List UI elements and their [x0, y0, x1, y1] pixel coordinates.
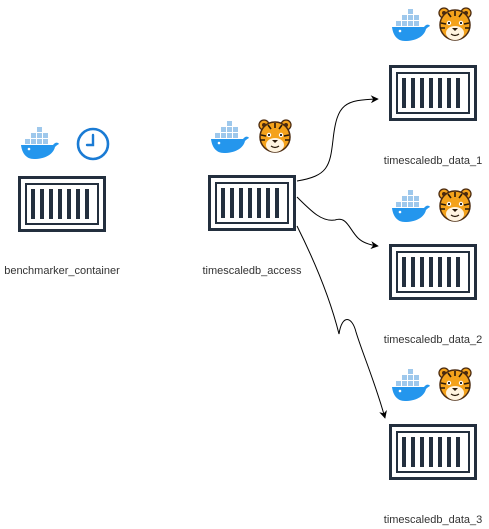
container-icon	[389, 244, 477, 300]
docker-icon	[392, 369, 430, 401]
tiger-icon	[438, 7, 472, 41]
edge-access-to-data-1	[296, 95, 379, 182]
node-timescaledb-access[interactable]: timescaledb_access	[202, 119, 302, 277]
node-timescaledb-data-2[interactable]: timescaledb_data_2	[384, 188, 482, 346]
node-label: timescaledb_access	[202, 265, 302, 277]
docker-icon	[211, 121, 249, 153]
docker-icon	[392, 9, 430, 41]
node-label: timescaledb_data_1	[384, 155, 482, 167]
node-timescaledb-data-3[interactable]: timescaledb_data_3	[384, 367, 482, 526]
tiger-icon	[438, 188, 472, 222]
edge-access-to-data-2	[296, 196, 379, 250]
node-label: timescaledb_data_2	[384, 334, 482, 346]
container-icon	[389, 424, 477, 480]
docker-icon	[21, 127, 59, 159]
edge-access-to-data-3	[296, 225, 387, 419]
docker-icon	[392, 190, 430, 222]
tiger-icon	[258, 119, 292, 153]
node-label: timescaledb_data_3	[384, 514, 482, 526]
clock-icon	[76, 127, 110, 161]
node-benchmarker-container[interactable]: benchmarker_container	[4, 127, 120, 277]
tiger-icon	[438, 367, 472, 401]
container-icon	[389, 65, 477, 121]
container-icon	[18, 176, 106, 232]
container-icon	[208, 175, 296, 231]
node-timescaledb-data-1[interactable]: timescaledb_data_1	[384, 7, 482, 167]
edges	[296, 95, 387, 419]
node-label: benchmarker_container	[4, 265, 120, 277]
